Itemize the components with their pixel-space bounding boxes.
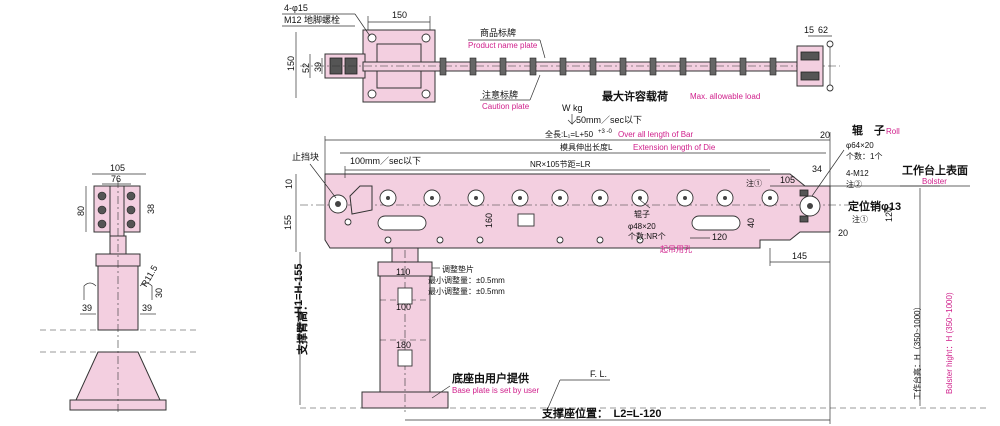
side-dim-39b: 39	[142, 303, 152, 313]
support-pos: 支撑座位置： L2=L-120	[541, 406, 662, 420]
dim-34: 34	[812, 164, 822, 174]
dim-100: 100	[396, 302, 411, 312]
mount-hole	[421, 89, 431, 99]
roller-size: φ48×20	[628, 222, 656, 231]
dim-52: 52	[301, 63, 311, 73]
caution-plate-cn: 注意标牌	[482, 89, 518, 100]
roll-size: φ64×20	[846, 141, 874, 150]
column-window	[397, 349, 413, 367]
fl: F. L.	[590, 369, 607, 379]
min-adjust-2: 最小调整量：±0.5mm	[428, 286, 505, 296]
note1-b: 注①	[746, 178, 762, 188]
mount-hole	[421, 33, 431, 43]
bolster-height-en: Bolster hight：H (350~1000)	[945, 292, 954, 394]
pin: 定位销φ13	[848, 199, 901, 213]
dim-145: 145	[792, 251, 807, 261]
top-view: 150 4-φ15 M12 地脚螺栓 150 52 39 15 62 商品标牌 …	[282, 3, 840, 125]
dim-15: 15	[804, 25, 814, 35]
max-load-cn: 最大许容载荷	[602, 89, 668, 103]
roll-count: 个数：1个	[846, 151, 882, 161]
dim-150: 150	[392, 10, 407, 20]
dim-10: 10	[284, 179, 294, 189]
pitch: NR×105节距=LR	[530, 160, 591, 169]
roller-count: 个数:NR个	[628, 231, 666, 241]
side-dim-30: 30	[154, 288, 164, 298]
total-length-tol: +3 -0	[598, 129, 613, 135]
support-height: H1=H-155	[293, 264, 305, 314]
column-window	[397, 287, 413, 305]
side-dim-80: 80	[76, 206, 86, 216]
dim-120: 120	[712, 232, 727, 242]
roller-centers	[386, 196, 772, 200]
speed-top: 50mm／sec以下	[576, 115, 642, 125]
bolster-height-cn: 工作台高：H（350~1000）	[912, 302, 922, 400]
total-length-en: Over all length of Bar	[618, 130, 693, 139]
dim-105: 105	[780, 175, 795, 185]
extension-en: Extension length of Die	[633, 143, 716, 152]
dim-160: 160	[484, 213, 494, 228]
total-length: 全長:L₁=L+50	[545, 129, 594, 139]
base-en: Base plate is set by user	[452, 386, 539, 395]
max-load-en: Max. allowable load	[690, 92, 760, 101]
dim-20-b: 20	[838, 228, 848, 238]
note2: 注②	[846, 179, 862, 189]
top-rollers	[439, 57, 777, 76]
base-cn: 底座由用户提供	[452, 371, 529, 385]
dim-180: 180	[396, 340, 411, 350]
stopper: 止挡块	[292, 151, 319, 162]
dim-39: 39	[313, 62, 323, 72]
dim-20: 20	[820, 130, 830, 140]
bar-top	[362, 61, 804, 72]
stopper-block	[349, 185, 373, 215]
dim-155: 155	[283, 215, 293, 230]
dim-40: 40	[746, 218, 756, 228]
side-dim-39a: 39	[82, 303, 92, 313]
slot-left	[377, 215, 427, 231]
shim-cn: 调整垫片	[442, 264, 474, 274]
side-dim-r: R11.5	[139, 263, 159, 288]
front-view: 全長:L₁=L+50 +3 -0 Over all length of Bar …	[283, 123, 990, 424]
side-dim-105: 105	[110, 163, 125, 173]
roll-en: Roll	[886, 127, 900, 136]
mount-hole	[367, 89, 377, 99]
support-height-cn: 支撑臂高：	[295, 300, 309, 356]
roll-cn: 辊 子	[852, 123, 885, 137]
load-unit: W kg	[562, 103, 583, 113]
extension: 模具伸出长度L	[560, 142, 613, 152]
bar-holes	[344, 218, 644, 244]
dim-110: 110	[396, 267, 410, 277]
lift-hole: 起吊用孔	[660, 245, 692, 254]
side-roll	[109, 185, 125, 237]
hook-right	[139, 282, 153, 300]
side-dim-38: 38	[146, 204, 156, 214]
speed-front: 100mm／sec以下	[350, 156, 421, 166]
dim-120-right: 120	[884, 207, 894, 222]
side-dim-76: 76	[111, 174, 121, 184]
product-plate-cn: 商品标牌	[480, 27, 516, 38]
caution-plate-en: Caution plate	[482, 102, 530, 111]
lift-slot	[691, 215, 741, 231]
end-roll	[800, 71, 820, 81]
end-roll	[800, 51, 820, 61]
bolster-surface-cn: 工作台上表面	[902, 163, 968, 177]
note1: 注①	[852, 214, 868, 224]
plate-window	[517, 213, 535, 227]
roller-cn: 辊子	[634, 209, 650, 219]
dim-150-left: 150	[286, 56, 296, 71]
hole-label: 4-φ15	[284, 3, 308, 13]
side-view: 105 76 80 38 R11.5 30 39 39	[40, 163, 200, 414]
dim-62: 62	[818, 25, 828, 35]
bolster-surface-en: Bolster	[922, 177, 947, 186]
product-plate-en: Product name plate	[468, 41, 538, 50]
m12: 4-M12	[846, 169, 869, 178]
min-adjust-1: 最小调整量：±0.5mm	[428, 275, 505, 285]
hook-left	[83, 282, 97, 300]
bolt-label: M12 地脚螺栓	[284, 14, 340, 25]
